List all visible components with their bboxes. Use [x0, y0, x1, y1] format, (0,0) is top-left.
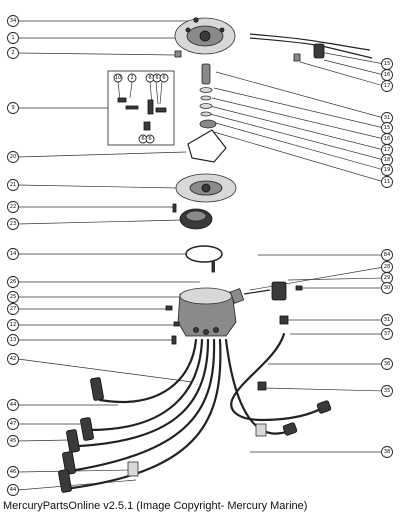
inset-callout-6: 6: [148, 136, 151, 142]
callout-right-2: 17: [384, 83, 391, 89]
callout-left-7: 23: [10, 221, 17, 227]
callout-right-7: 18: [384, 157, 391, 163]
inset-detail: 10 2 6 6 6 6 6: [107, 70, 175, 146]
callout-left-17: 45: [10, 438, 17, 444]
screw: [172, 203, 177, 213]
callout-left-15: 44: [10, 402, 17, 408]
pin: [211, 261, 215, 273]
inset-callout-3: 6: [155, 75, 158, 81]
fitting: [165, 305, 173, 311]
callout-right-0: 15: [384, 61, 391, 67]
callout-left-8: 14: [10, 251, 17, 257]
left-leader-lines: [17, 20, 200, 491]
coil-wire: [230, 332, 332, 422]
top-housing-assembly: [174, 17, 236, 58]
callout-left-2: 2: [11, 50, 14, 56]
callout-left-1: 1: [11, 35, 14, 41]
image-caption: MercuryPartsOnline v2.5.1 (Image Copyrig…: [3, 500, 308, 512]
callout-right-18: 38: [384, 449, 391, 455]
gasket: [187, 129, 227, 163]
callout-left-9: 26: [10, 279, 17, 285]
callout-left-16: 47: [10, 421, 17, 427]
callout-left-0: 34: [10, 18, 17, 24]
rotor: [179, 208, 213, 230]
callout-right-15: 37: [384, 331, 391, 337]
callout-left-14: 42: [10, 356, 17, 362]
callout-right-10: 84: [384, 252, 391, 258]
spacer: [171, 335, 177, 345]
inset-callout-5: 6: [141, 136, 144, 142]
callout-left-4: 20: [10, 154, 17, 160]
callout-right-11: 28: [384, 264, 391, 270]
o-ring: [185, 245, 223, 263]
spark-plug-wires: [58, 338, 298, 493]
inset-callout-1: 2: [130, 75, 133, 81]
callout-left-11: 27: [10, 306, 17, 312]
callout-right-1: 16: [384, 72, 391, 78]
callout-right-13: 30: [384, 285, 391, 291]
shaft-stack: [199, 63, 217, 129]
callout-left-10: 25: [10, 294, 17, 300]
callout-left-18: 46: [10, 469, 17, 475]
callout-right-4: 15: [384, 125, 391, 131]
sensor-parts: [229, 281, 303, 325]
callout-right-6: 17: [384, 147, 391, 153]
callout-right-16: 36: [384, 361, 391, 367]
right-leader-lines: [209, 51, 385, 453]
callout-left-19: 44: [10, 487, 17, 493]
inset-callout-2: 6: [148, 75, 151, 81]
left-callouts: 34 1 2 9 20 21 22 23 14 26 25 27 12 13 4…: [7, 15, 19, 496]
parts-diagram: 10 2 6 6 6 6 6: [7, 15, 393, 496]
trigger-plate: [175, 173, 237, 203]
callout-right-5: 16: [384, 136, 391, 142]
callout-right-9: 11: [384, 179, 391, 185]
inset-callout-4: 6: [162, 75, 165, 81]
callout-left-3: 9: [11, 105, 14, 111]
callout-left-13: 13: [10, 337, 17, 343]
right-callouts: 15 16 17 31 15 16 17 18 19 11 84 28 29 3…: [381, 58, 393, 458]
callout-right-8: 19: [384, 167, 391, 173]
callout-left-5: 21: [10, 182, 17, 188]
callout-right-17: 35: [384, 388, 391, 394]
callout-left-6: 22: [10, 204, 17, 210]
inset-callout-0: 10: [115, 75, 122, 81]
callout-left-12: 12: [10, 322, 17, 328]
callout-right-3: 31: [384, 115, 391, 121]
callout-right-14: 31: [384, 317, 391, 323]
top-right-wire-harness: [249, 33, 373, 62]
distributor-cap: [177, 287, 237, 337]
callout-right-12: 29: [384, 275, 391, 281]
clip: [173, 321, 180, 327]
